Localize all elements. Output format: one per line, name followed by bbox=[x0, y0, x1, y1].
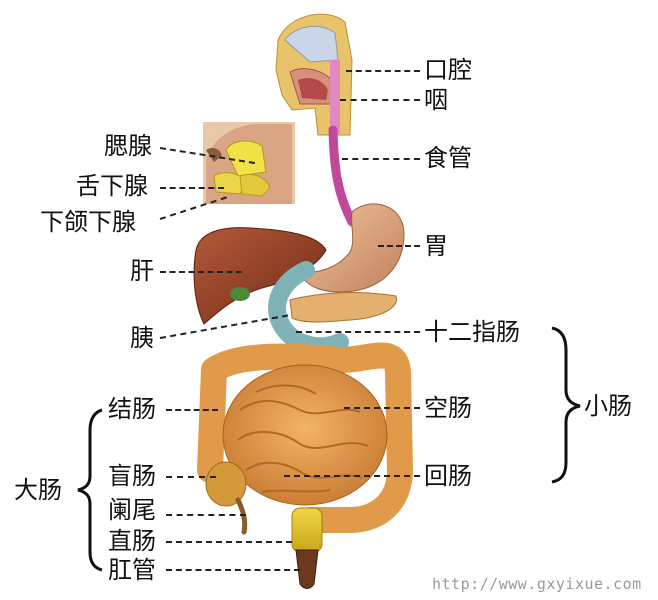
appendix-shape bbox=[235, 497, 248, 535]
label-appendix: 阑尾 bbox=[108, 496, 156, 524]
label-rectum: 直肠 bbox=[108, 527, 156, 555]
leader-cecum bbox=[166, 476, 216, 478]
label-parotid: 腮腺 bbox=[104, 132, 152, 160]
label-pharynx: 咽 bbox=[424, 86, 448, 114]
leader-esophagus bbox=[342, 158, 420, 160]
label-esophagus: 食管 bbox=[424, 144, 472, 172]
leader-mouth bbox=[346, 70, 420, 72]
label-duodenum: 十二指肠 bbox=[424, 318, 520, 346]
leader-rectum bbox=[166, 541, 292, 543]
label-submandibular: 下颌下腺 bbox=[40, 208, 136, 236]
large-intestine-brace bbox=[77, 408, 103, 572]
rectum-shape bbox=[291, 507, 323, 553]
stomach-shape bbox=[299, 203, 405, 293]
leader-liver bbox=[160, 271, 242, 273]
label-liver: 肝 bbox=[130, 257, 154, 285]
leader-jejunum bbox=[344, 407, 420, 409]
leader-duodenum bbox=[296, 331, 420, 333]
watermark-url: http://www.gxyixue.com bbox=[432, 575, 642, 593]
label-mouth: 口腔 bbox=[424, 56, 472, 84]
leader-stomach bbox=[378, 245, 420, 247]
anus-shape bbox=[295, 549, 319, 589]
label-small-intestine: 小肠 bbox=[584, 392, 632, 420]
esophagus-shape bbox=[328, 125, 357, 227]
label-stomach: 胃 bbox=[424, 232, 448, 260]
label-pancreas: 胰 bbox=[130, 324, 154, 352]
label-large-intestine: 大肠 bbox=[14, 476, 62, 504]
label-anus: 肛管 bbox=[108, 556, 156, 584]
face-salivary-section bbox=[203, 122, 295, 204]
cecum-shape bbox=[205, 461, 247, 507]
colon-shape bbox=[201, 342, 414, 533]
small-intestine-shape bbox=[222, 364, 388, 506]
label-cecum: 盲肠 bbox=[108, 462, 156, 490]
label-colon: 结肠 bbox=[108, 395, 156, 423]
label-jejunum: 空肠 bbox=[424, 394, 472, 422]
pancreas-shape bbox=[289, 292, 397, 323]
leader-anus bbox=[166, 569, 300, 571]
leader-appendix bbox=[166, 514, 246, 516]
head-section bbox=[275, 13, 353, 136]
leader-pharynx bbox=[340, 99, 420, 101]
leader-sublingual bbox=[160, 187, 224, 189]
label-ileum: 回肠 bbox=[424, 462, 472, 490]
leader-ileum bbox=[284, 475, 420, 477]
leader-colon bbox=[166, 409, 218, 411]
label-sublingual: 舌下腺 bbox=[76, 172, 148, 200]
small-intestine-brace bbox=[551, 326, 581, 484]
